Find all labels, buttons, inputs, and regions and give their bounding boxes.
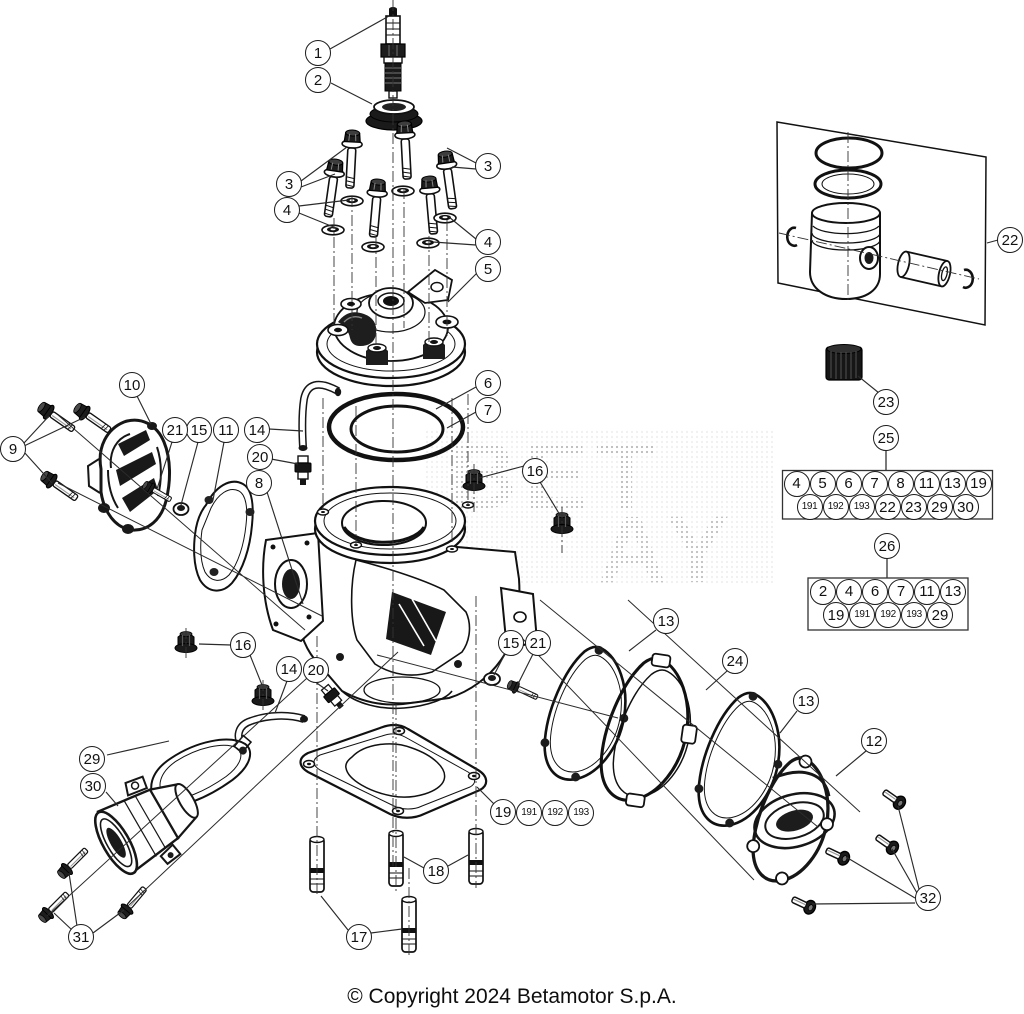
part-coolant-fitting-top [294, 455, 312, 486]
part-coolant-hose-bottom [233, 711, 308, 754]
assembly-axis-lines [46, 414, 861, 917]
part-piston-kit-box [776, 121, 987, 326]
axis-lines [185, 0, 980, 958]
group-box-26 [807, 559, 969, 631]
part-pump-cover [93, 775, 199, 876]
copyright-text: © Copyright 2024 Betamotor S.p.A. [347, 985, 677, 1008]
part-reed-bolt-right [483, 672, 541, 704]
part-reed-gasket-inner [538, 640, 635, 788]
part-reed-gasket-outer [692, 686, 789, 834]
leader-lines [23, 15, 999, 934]
part-cylinder-head [315, 268, 467, 388]
part-o-rings [326, 391, 466, 463]
part-coolant-hose-top [298, 380, 342, 451]
group-box-25 [781, 451, 994, 520]
part-spark-plug-seat [365, 99, 423, 131]
part-exhaust-valve-cover [86, 418, 171, 534]
part-base-gasket [299, 724, 488, 819]
part-reed-cover [746, 751, 837, 889]
part-studs [309, 827, 484, 953]
part-exhaust-valve-gasket [193, 480, 255, 592]
watermark-text-2: AY [598, 497, 737, 603]
part-piston-bearing [825, 344, 863, 381]
part-reed-spacer [594, 650, 699, 809]
